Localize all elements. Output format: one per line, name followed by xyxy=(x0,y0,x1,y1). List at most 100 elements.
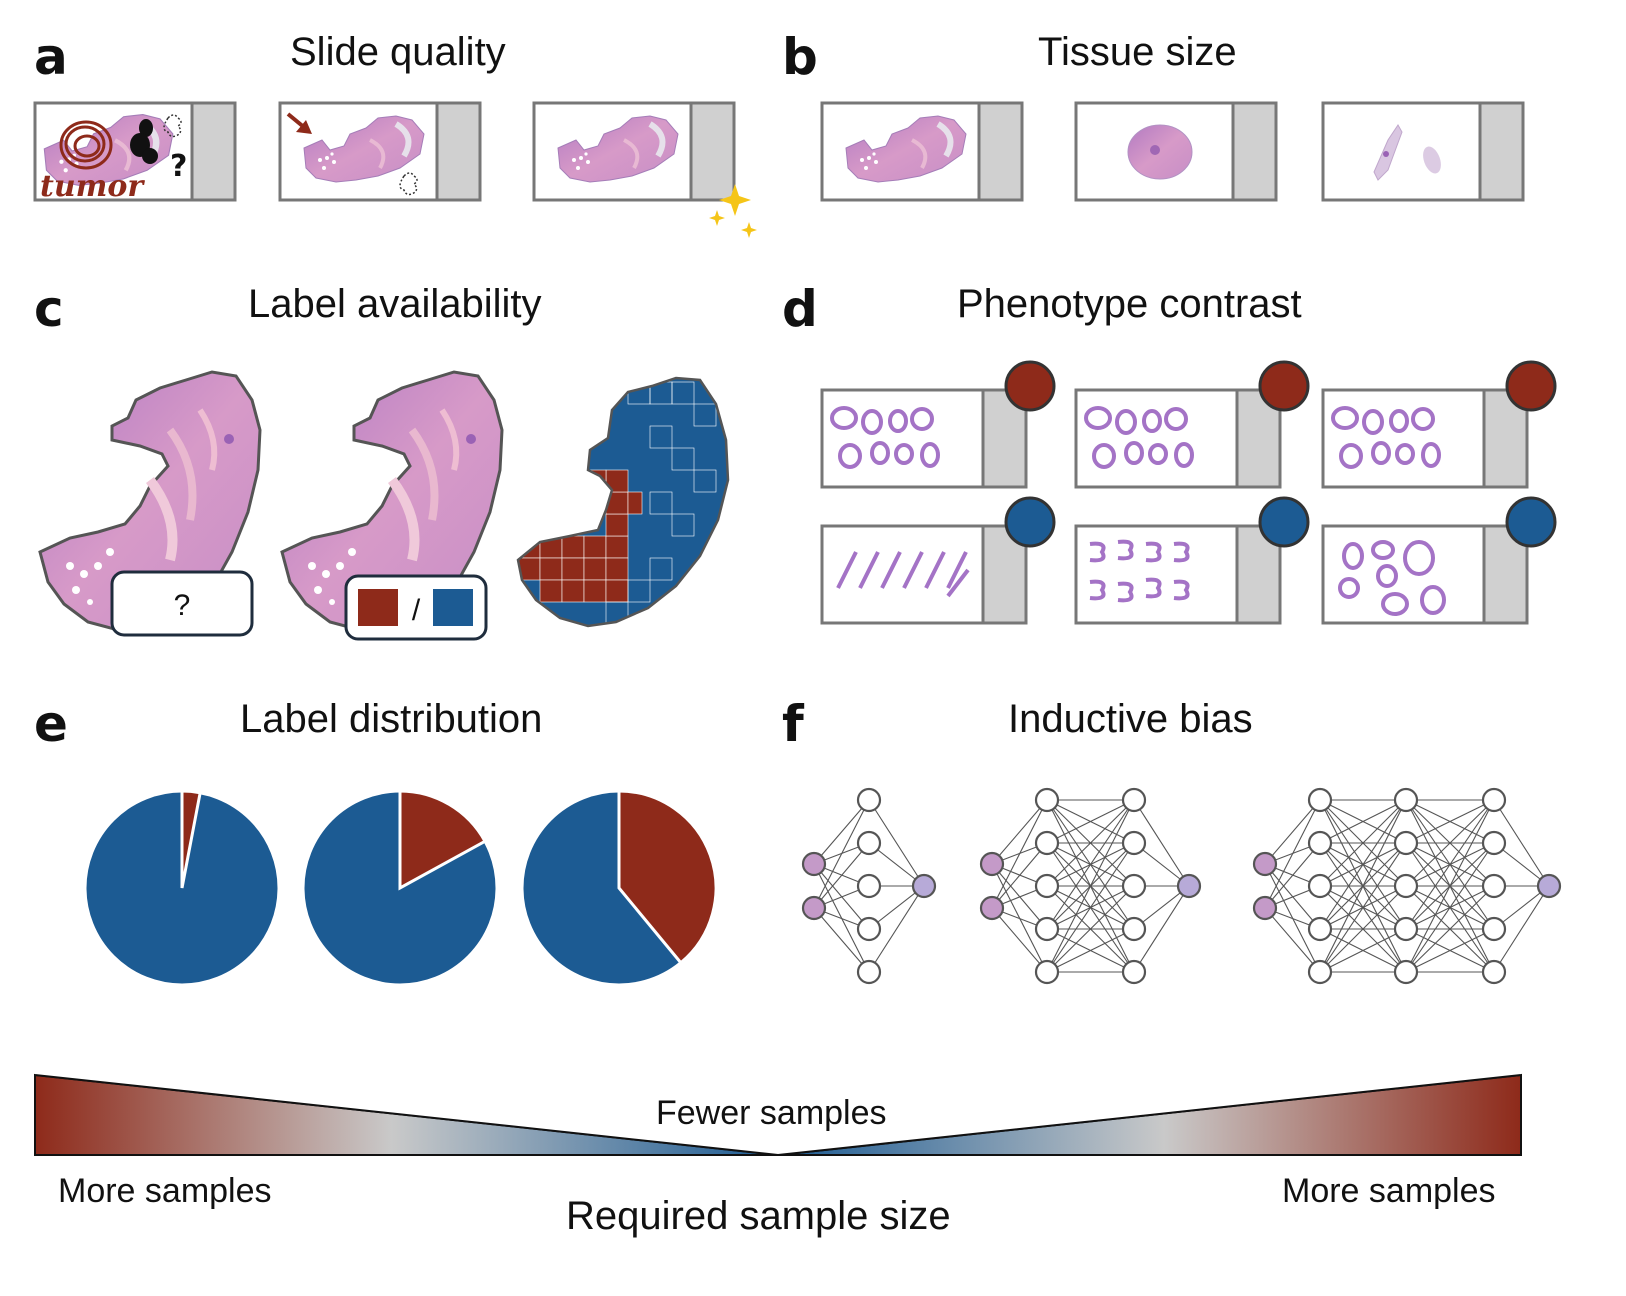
pie-chart xyxy=(520,789,718,987)
handwritten-tumor-label: tumor xyxy=(40,169,145,204)
hidden-node xyxy=(1307,916,1333,942)
input-node xyxy=(801,851,827,877)
pie-chart xyxy=(301,789,499,987)
panel-letter-d: d xyxy=(782,280,818,338)
hidden-node xyxy=(1481,830,1507,856)
phenotype-slide xyxy=(1321,496,1557,625)
hidden-node xyxy=(1121,830,1147,856)
panel-title-phenotype-contrast: Phenotype contrast xyxy=(957,282,1302,326)
hidden-node xyxy=(1481,959,1507,985)
hidden-node xyxy=(1121,873,1147,899)
neural-network xyxy=(801,787,937,985)
hidden-node xyxy=(1034,787,1060,813)
slide-large-tissue xyxy=(820,101,1024,202)
hidden-node xyxy=(1393,873,1419,899)
hidden-node xyxy=(1307,959,1333,985)
hidden-node xyxy=(1034,873,1060,899)
more-samples-right-label: More samples xyxy=(1282,1172,1496,1210)
hidden-node xyxy=(1121,916,1147,942)
slide-small-tissue xyxy=(1321,101,1525,202)
panel-title-label-availability: Label availability xyxy=(248,282,542,326)
hidden-node xyxy=(1307,830,1333,856)
label-distribution-pies xyxy=(83,789,718,987)
inductive-bias-networks xyxy=(801,787,1562,985)
panel-letter-a: a xyxy=(34,28,68,86)
sample-size-scale xyxy=(34,1073,1522,1157)
positive-class-dot xyxy=(1258,360,1310,412)
question-mark-annotation: ? xyxy=(170,149,187,184)
phenotype-contrast-slides xyxy=(820,360,1557,625)
positive-class-dot xyxy=(1004,360,1056,412)
hidden-node xyxy=(1121,959,1147,985)
hidden-node xyxy=(1393,916,1419,942)
hidden-node xyxy=(1393,830,1419,856)
hidden-node xyxy=(1034,916,1060,942)
panel-letter-f: f xyxy=(782,695,804,753)
input-node xyxy=(1252,851,1278,877)
input-node xyxy=(979,851,1005,877)
panel-title-inductive-bias: Inductive bias xyxy=(1008,697,1253,741)
output-node xyxy=(1176,873,1202,899)
dust-artifact xyxy=(163,114,182,138)
neural-network xyxy=(1252,787,1562,985)
positive-label-swatch xyxy=(358,589,398,626)
panel-title-label-distribution: Label distribution xyxy=(240,697,543,741)
tissue-slide-labeled: / xyxy=(280,370,504,641)
marker-circle-annotation xyxy=(59,120,113,170)
pie-chart xyxy=(83,789,281,987)
input-node xyxy=(801,895,827,921)
slide-quality-slides: tumor ? xyxy=(33,101,757,238)
required-sample-size-label: Required sample size xyxy=(566,1194,951,1238)
output-node xyxy=(911,873,937,899)
label-separator: / xyxy=(412,594,421,627)
black-marker-scribble xyxy=(130,119,158,164)
hidden-node xyxy=(1307,787,1333,813)
negative-class-dot xyxy=(1258,496,1310,548)
fewer-samples-label: Fewer samples xyxy=(656,1094,887,1132)
hidden-node xyxy=(856,916,882,942)
negative-label-swatch xyxy=(433,589,473,626)
hidden-node xyxy=(1481,787,1507,813)
panel-letter-b: b xyxy=(782,28,818,86)
tissue-size-slides xyxy=(820,101,1525,202)
negative-class-dot xyxy=(1505,496,1557,548)
unknown-label-mark: ? xyxy=(174,589,191,622)
more-samples-left-label: More samples xyxy=(58,1172,272,1210)
pie-slice-positive xyxy=(180,789,202,889)
phenotype-slide xyxy=(1074,496,1310,625)
panel-letter-c: c xyxy=(34,280,64,338)
hidden-node xyxy=(856,830,882,856)
output-node xyxy=(1536,873,1562,899)
positive-class-dot xyxy=(1505,360,1557,412)
pie-slice-positive xyxy=(617,789,718,965)
network-edges xyxy=(991,799,1190,973)
red-arrow-annotation xyxy=(286,112,312,134)
panel-title-slide-quality: Slide quality xyxy=(290,30,506,74)
slide-medium-tissue xyxy=(1074,101,1278,202)
hidden-node xyxy=(1481,873,1507,899)
panel-title-tissue-size: Tissue size xyxy=(1038,30,1237,74)
slide-clean xyxy=(532,101,757,238)
unknown-label-box xyxy=(110,570,254,637)
cell-shapes xyxy=(830,406,940,469)
phenotype-slide xyxy=(1074,360,1310,489)
slide-with-arrow xyxy=(278,101,482,202)
neural-network xyxy=(979,787,1202,985)
slide-annotated: tumor ? xyxy=(33,101,237,204)
cell-shapes xyxy=(1084,406,1194,469)
hidden-node xyxy=(856,959,882,985)
negative-class-dot xyxy=(1004,496,1056,548)
cell-shapes xyxy=(836,551,970,598)
hidden-node xyxy=(856,787,882,813)
hidden-node xyxy=(1034,830,1060,856)
cell-shapes xyxy=(1089,539,1190,603)
tissue-unlabeled: ? xyxy=(38,370,262,637)
hidden-node xyxy=(1307,873,1333,899)
label-availability-tissues: ? / xyxy=(38,370,730,641)
hidden-node xyxy=(856,873,882,899)
hidden-node xyxy=(1393,959,1419,985)
hidden-node xyxy=(1393,787,1419,813)
phenotype-slide xyxy=(1321,360,1557,489)
cell-shapes xyxy=(1331,406,1441,469)
